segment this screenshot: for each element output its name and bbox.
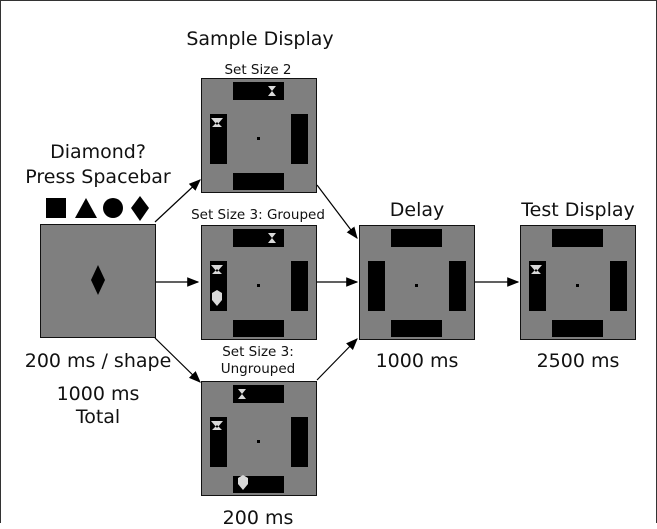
fixation-point	[257, 284, 260, 287]
arrow-ungrouped-to-delay	[316, 338, 358, 381]
diamond-icon	[131, 196, 149, 221]
fixation-point	[576, 284, 579, 287]
fixation-point	[257, 137, 260, 140]
fixation-point	[257, 440, 260, 443]
set-size-3-grouped-panel	[201, 225, 317, 340]
right-bar	[291, 114, 308, 164]
set-size-3-ungrouped-label-line1: Set Size 3:	[222, 344, 294, 360]
fan-item-icon	[211, 265, 223, 274]
test-duration-label: 2500 ms	[536, 350, 620, 372]
bottom-bar	[233, 173, 284, 190]
bowtie-item-icon	[238, 389, 246, 399]
total-duration-label-line2: Total	[75, 406, 121, 428]
triangle-icon	[75, 198, 97, 218]
set-size-3-grouped-label: Set Size 3: Grouped	[191, 207, 325, 223]
square-icon	[46, 198, 66, 218]
arrow-setsize2-to-delay	[316, 184, 358, 239]
bottom-bar	[233, 320, 284, 337]
top-bar	[391, 229, 442, 247]
test-display-title: Test Display	[521, 199, 635, 221]
fan-item-icon	[211, 421, 223, 430]
delay-panel	[359, 225, 475, 340]
bottom-bar	[552, 320, 603, 337]
shape-duration-label: 200 ms / shape	[24, 350, 172, 372]
top-bar	[552, 229, 603, 247]
fan-item-icon	[211, 118, 223, 127]
shield-item-icon	[238, 475, 248, 490]
cue-display-panel	[40, 224, 156, 338]
arrow-cue-to-setsize2	[154, 179, 201, 223]
arrow-cue-to-ungrouped	[154, 337, 201, 383]
left-bar	[368, 261, 385, 311]
right-bar	[610, 261, 627, 311]
total-duration-label-line1: 1000 ms	[56, 383, 140, 405]
set-size-2-label: Set Size 2	[224, 62, 292, 78]
bowtie-item-icon	[268, 86, 276, 96]
right-bar	[291, 261, 308, 311]
circle-icon	[103, 198, 123, 218]
right-bar	[449, 261, 466, 311]
set-size-2-panel	[201, 78, 317, 193]
fan-item-icon	[530, 265, 542, 274]
press-spacebar-label: Press Spacebar	[25, 166, 171, 188]
delay-duration-label: 1000 ms	[375, 350, 459, 372]
sample-display-title: Sample Display	[186, 28, 334, 50]
set-size-3-ungrouped-panel	[201, 381, 317, 496]
test-display-panel	[520, 225, 636, 340]
bowtie-item-icon	[268, 233, 276, 243]
bottom-bar	[391, 320, 442, 337]
right-bar	[291, 417, 308, 467]
diamond-question-label: Diamond?	[50, 141, 146, 163]
delay-title: Delay	[389, 199, 445, 221]
shield-item-icon	[212, 290, 222, 306]
top-bar	[233, 385, 284, 403]
set-size-3-ungrouped-label-line2: Ungrouped	[220, 361, 296, 377]
cue-diamond-icon	[91, 265, 105, 295]
fixation-point	[415, 284, 418, 287]
